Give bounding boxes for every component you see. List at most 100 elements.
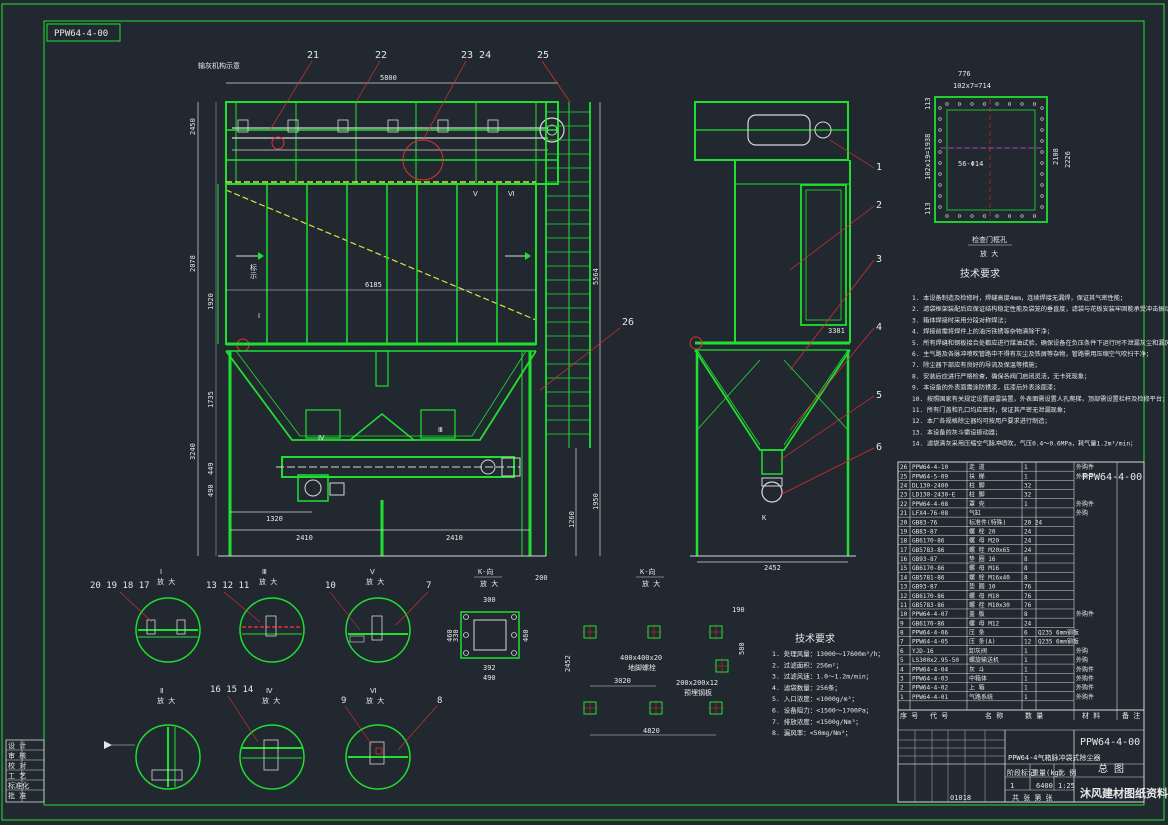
detail-roman-6: Ⅵ	[370, 687, 376, 695]
bom-cell: 1	[1024, 694, 1028, 701]
bom-cell: PPW64-4-06	[912, 630, 949, 637]
bom-cell: 20 24	[1024, 519, 1042, 526]
bom-cell: 17	[900, 547, 908, 554]
bom-cell: 外购	[1076, 509, 1088, 517]
detail-zoom-1: 放 大	[259, 577, 277, 586]
callout-22: 22	[375, 50, 387, 61]
bom-cell: 21	[900, 510, 908, 517]
tech-req-1-item: 4. 焊接前需将焊件上的油污铁锈等杂物清除干净；	[912, 328, 1053, 336]
plate-holes-note: 56-Φ14	[958, 160, 983, 168]
detail-zoom-2: 放 大	[366, 577, 384, 586]
plate-hole	[1040, 128, 1044, 132]
detail-nums-6: 9	[341, 696, 346, 706]
bom-cell: 走 道	[969, 463, 985, 471]
base-note1b: 地脚螺栓	[628, 663, 656, 672]
bom-cell: 罩 壳	[969, 500, 985, 508]
base-4820: 4820	[643, 727, 660, 735]
bom-cell: 1	[1024, 648, 1028, 655]
svg-text:Ⅵ: Ⅵ	[508, 190, 514, 198]
svg-text:Ⅲ: Ⅲ	[438, 426, 443, 434]
bom-cell: 24	[1024, 620, 1032, 627]
side-callout-2: 2	[876, 200, 882, 211]
main-front-view: 标 示	[189, 50, 634, 582]
bom-cell: LD130-2430-E	[912, 492, 956, 499]
flange-330: 330	[452, 629, 460, 642]
plate-hole	[1020, 102, 1024, 106]
base-2452: 2452	[564, 655, 572, 672]
base-190: 190	[732, 606, 745, 614]
bom-cell: 螺 母 M16	[969, 564, 999, 572]
detail-views: 20 19 18 17 Ⅰ 放 大 13 12 11 Ⅲ 放 大 10 Ⅴ 放 …	[90, 568, 442, 790]
detail-nums-0: 20 19 18 17	[90, 581, 150, 591]
tb-product: PPW64-4气箱脉冲袋式除尘器	[1008, 753, 1101, 762]
dim-2410a: 2410	[296, 534, 313, 542]
tech-req-1-title: 技术要求	[960, 267, 1000, 280]
bom-cell: YJD-16	[912, 648, 934, 655]
tech-req-2-item: 6. 设备阻力：<1500～1700Pa；	[772, 706, 872, 715]
dim-2450: 2450	[189, 118, 197, 135]
bom-cell: 26	[900, 464, 908, 471]
bom-cell: 1	[1024, 464, 1028, 471]
plate-hole	[1040, 205, 1044, 209]
bom-cell: 螺 母 M20	[969, 537, 999, 545]
watermark: 沐风建材图纸资料室	[1080, 786, 1168, 800]
bom-cell: 外购	[1076, 656, 1088, 664]
bom-cell: PPW64-4-04	[912, 666, 949, 673]
dim-1260: 1260	[568, 511, 576, 528]
bom-cell: 14	[900, 574, 908, 581]
dim-5564: 5564	[592, 268, 600, 285]
bom-cell: 19	[900, 528, 908, 535]
bom-cell: 8	[1024, 611, 1028, 618]
tech-req-1: 技术要求 1. 本设备制造及检修时，焊缝高度4mm，连续焊接无漏焊，保证其气密性…	[912, 267, 1168, 448]
plate-caption1: 检查门框孔	[972, 235, 1007, 244]
dim-6185: 6185	[365, 281, 382, 289]
tech-req-2-title: 技术要求	[795, 632, 835, 645]
plate-hole	[1007, 214, 1012, 218]
plate-hole	[1020, 214, 1024, 218]
bom-cell: 螺旋输送机	[969, 656, 999, 664]
detail-nums-3: 7	[426, 581, 431, 591]
side-callout-1: 1	[876, 162, 882, 173]
detail-nums-2: 10	[325, 581, 336, 591]
dim-3381: 3381	[828, 327, 845, 335]
detail-zoom-6: 放 大	[366, 696, 384, 705]
tech-req-1-item: 5. 所有焊缝和钢板接合处都应进行煤油试验，确保设备在负压条件下运行时不泄漏灰尘…	[912, 339, 1168, 347]
bom-cell: 8	[1024, 556, 1028, 563]
dim-490: 490	[207, 484, 215, 497]
tb-scale-label: 比 例	[1058, 768, 1076, 777]
top-note: 输灰机构示意	[198, 61, 240, 70]
tb-stage: 阶段标记	[1007, 768, 1035, 777]
detail-nums-7: 8	[437, 696, 442, 706]
bom-cell: PPW64-4-07	[912, 611, 949, 618]
bom-cell: 灰 斗	[969, 665, 985, 673]
flange-view: K-向 放 大 300 460 460 330 392 490	[446, 567, 530, 682]
flange-300: 300	[483, 596, 496, 604]
bom-cell: 螺 栓 M10x30	[969, 601, 1010, 609]
dim-2452-side: 2452	[764, 564, 781, 572]
ladder-rungs	[546, 111, 590, 435]
plate-hole	[1040, 106, 1044, 110]
outer-frame	[1, 3, 1165, 821]
plate-hole	[945, 102, 949, 106]
bom-cell: 气缸	[969, 509, 981, 517]
bom-h-code: 代 号	[930, 711, 948, 720]
callout-25: 25	[537, 50, 549, 61]
side-callout-3: 3	[876, 254, 882, 265]
corner-code: PPW64-4-00	[54, 29, 108, 39]
plate-113b: 113	[924, 202, 932, 215]
base-note1: 400x400x20	[620, 654, 662, 662]
stamp-4: 标准化	[8, 781, 29, 790]
bom-cell: Q235 6mm钢板	[1038, 629, 1079, 637]
bom-cell: GB5781-86	[912, 574, 945, 581]
bom-cell: 20	[900, 519, 908, 526]
stamp-0: 设 计	[8, 741, 26, 750]
bom-cell: 18	[900, 538, 908, 545]
bom-cell: 16	[900, 556, 908, 563]
bom-h-name: 名 称	[985, 711, 1003, 720]
plate-hole	[938, 117, 942, 121]
bom-cell: 柱 脚	[969, 491, 985, 499]
base-title: K-向	[640, 567, 655, 576]
plate-hole	[1040, 194, 1044, 198]
bom-cell: 外购件	[1076, 684, 1094, 692]
